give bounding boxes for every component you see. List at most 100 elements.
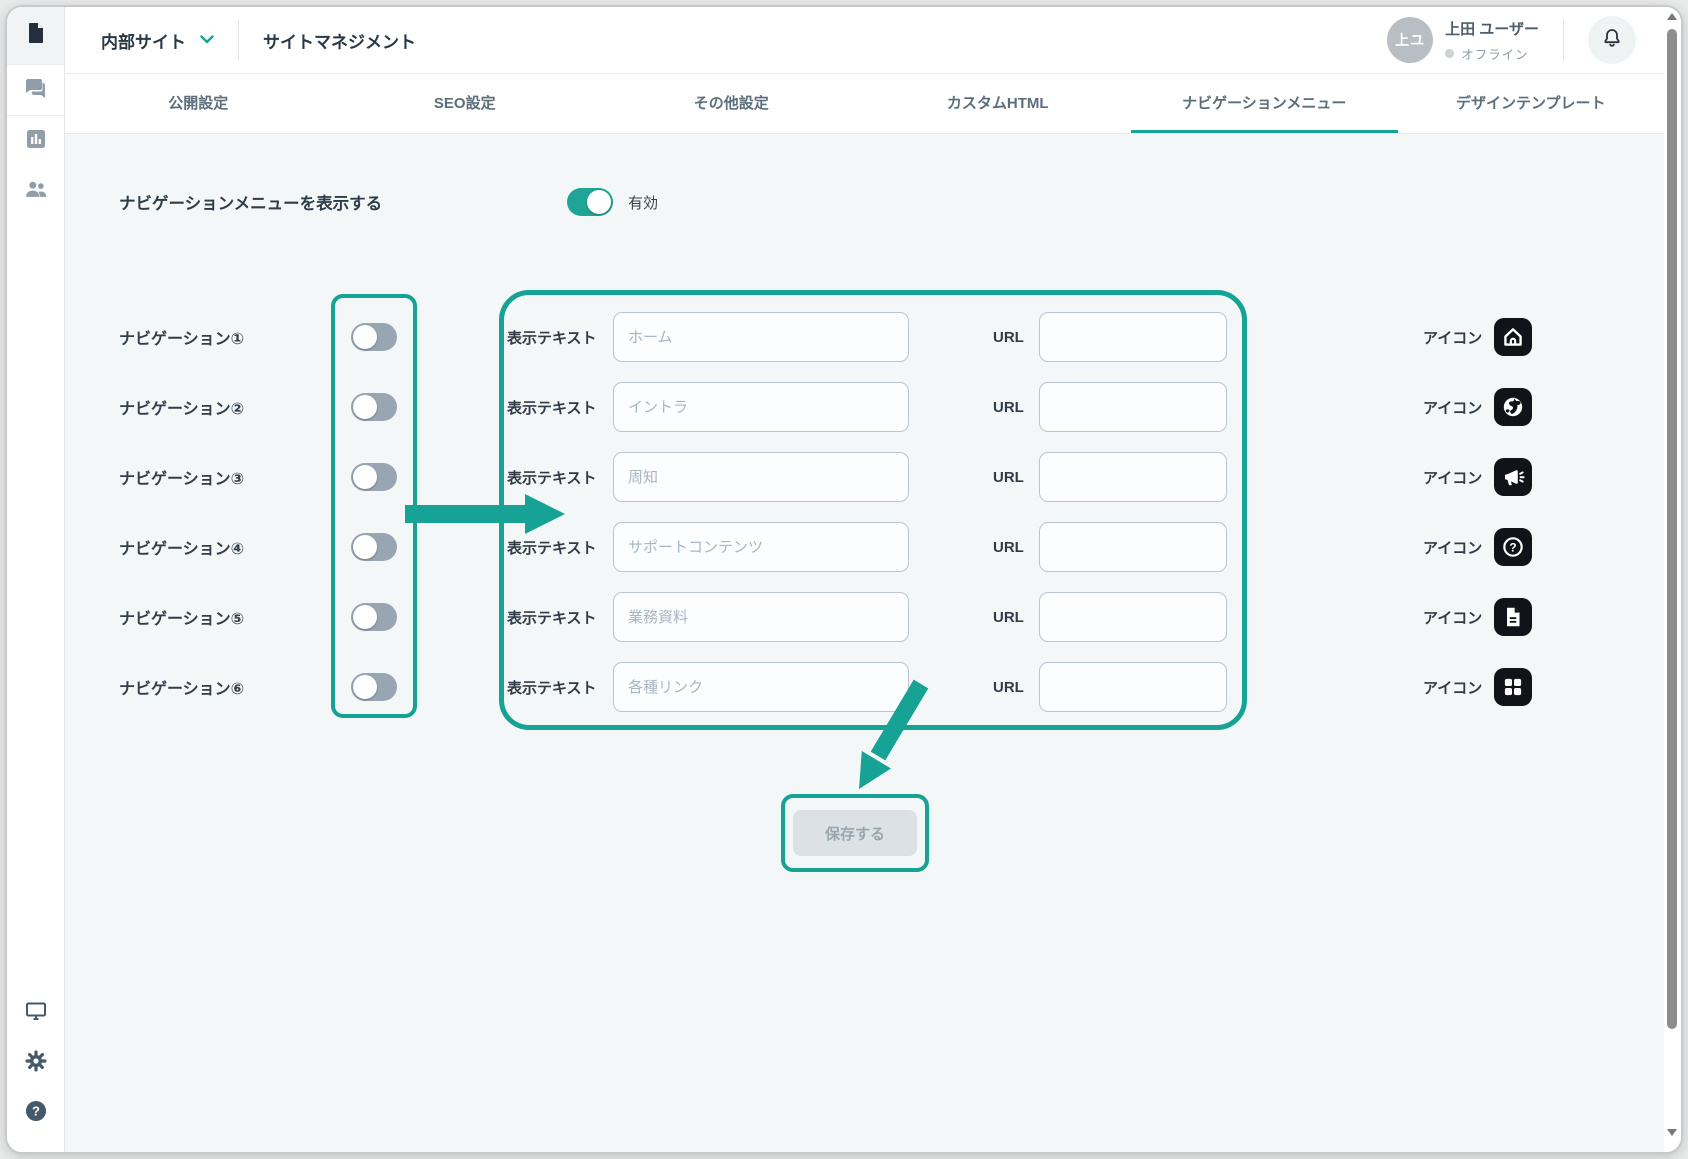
site-selector[interactable]: 内部サイト [101,28,214,53]
monitor-icon [24,999,48,1028]
display-text-input[interactable] [613,312,909,362]
user-menu[interactable]: 上ユ 上田 ユーザー オフライン [1387,17,1539,63]
tab-seo-settings[interactable]: SEO設定 [433,94,496,112]
tab-design-template[interactable]: デザインテンプレート [1455,94,1606,112]
sidebar-item-analytics[interactable] [7,116,64,166]
site-selector-label: 内部サイト [101,32,186,52]
url-input[interactable] [1039,592,1227,642]
user-name: 上田 ユーザー [1445,20,1539,38]
url-input[interactable] [1039,452,1227,502]
home-icon[interactable] [1494,318,1533,356]
sidebar-item-pages[interactable] [7,7,64,64]
display-text-label: 表示テキスト [507,609,597,627]
scrollbar-thumb[interactable] [1667,29,1677,1029]
tab-navigation-menu[interactable]: ナビゲーションメニュー [1131,74,1398,133]
tab-publish-settings[interactable]: 公開設定 [168,94,229,112]
row-toggle[interactable] [351,533,397,561]
grid-icon[interactable] [1494,668,1533,706]
icon-label: アイコン [1423,609,1483,627]
app-window: ? 内部サイト サイトマネジメント 上ユ 上田 ユーザー [7,7,1681,1152]
header-divider [238,20,239,60]
url-label: URL [993,608,1024,626]
chat-icon [24,76,48,105]
row-label: ナビゲーション① [119,331,245,348]
url-input[interactable] [1039,382,1227,432]
scrollbar-up-arrow[interactable] [1667,13,1677,20]
row-label: ナビゲーション② [119,401,245,418]
tab-custom-html[interactable]: カスタムHTML [946,94,1049,112]
content-area: ナビゲーションメニューを表示する 有効 ナビゲーション① 表示テキスト URL … [65,134,1664,1152]
users-icon [23,176,49,207]
nav-menu-visibility-toggle[interactable] [567,188,613,216]
status-dot [1445,48,1455,58]
toggle-knob [353,535,377,559]
sidebar-divider [7,64,64,65]
sidebar-bottom-group: ? [7,994,64,1152]
display-text-label: 表示テキスト [507,539,597,557]
display-text-label: 表示テキスト [507,679,597,697]
sidebar-item-help[interactable]: ? [7,1094,64,1132]
toggle-knob [353,395,377,419]
bell-icon [1600,27,1624,54]
question-icon[interactable]: ? [1494,528,1533,566]
row-label: ナビゲーション④ [119,541,245,558]
url-label: URL [993,468,1024,486]
display-text-label: 表示テキスト [507,399,597,417]
header-divider [1563,20,1564,60]
row-label: ナビゲーション⑤ [119,611,245,628]
nav-menu-visibility-label: ナビゲーションメニューを表示する [119,195,383,213]
icon-label: アイコン [1423,679,1483,697]
tab-bar: 公開設定 SEO設定 その他設定 カスタムHTML ナビゲーションメニュー デザ… [65,74,1664,134]
tab-other-settings[interactable]: その他設定 [693,94,769,112]
display-text-label: 表示テキスト [507,469,597,487]
megaphone-icon[interactable] [1494,458,1533,496]
sidebar-item-settings[interactable] [7,1044,64,1082]
row-toggle[interactable] [351,673,397,701]
document-icon[interactable] [1494,598,1533,636]
page-title: サイトマネジメント [263,32,416,52]
help-icon: ? [24,1099,48,1128]
display-text-input[interactable] [613,382,909,432]
scrollbar-down-arrow[interactable] [1667,1129,1677,1136]
toggle-knob [353,605,377,629]
navigation-row-2: ナビゲーション② 表示テキスト URL アイコン [119,372,1609,442]
sidebar-divider [7,115,64,116]
toggle-knob [587,190,611,214]
navigation-rows: ナビゲーション① 表示テキスト URL アイコン [119,292,1609,722]
annotation-box-save: 保存する [781,794,929,872]
row-toggle[interactable] [351,393,397,421]
row-label: ナビゲーション⑥ [119,681,245,698]
globe-icon[interactable] [1494,388,1533,426]
url-input[interactable] [1039,662,1227,712]
status-label: オフライン [1461,47,1529,62]
navigation-row-4: ナビゲーション④ 表示テキスト URL アイコン ? [119,512,1609,582]
url-label: URL [993,398,1024,416]
navigation-row-5: ナビゲーション⑤ 表示テキスト URL アイコン [119,582,1609,652]
icon-label: アイコン [1423,469,1483,487]
url-label: URL [993,328,1024,346]
display-text-label: 表示テキスト [507,329,597,347]
row-toggle[interactable] [351,323,397,351]
settings-icon [24,1049,48,1078]
url-label: URL [993,678,1024,696]
sidebar-item-users[interactable] [7,166,64,216]
display-text-input[interactable] [613,662,909,712]
avatar: 上ユ [1387,17,1434,63]
save-button[interactable]: 保存する [793,810,917,856]
icon-label: アイコン [1423,399,1483,417]
row-toggle[interactable] [351,463,397,491]
sidebar-item-chat[interactable] [7,65,64,115]
toggle-knob [353,675,377,699]
sidebar-item-preview[interactable] [7,994,64,1032]
document-icon [24,21,48,50]
notifications-button[interactable] [1588,16,1636,64]
url-input[interactable] [1039,312,1227,362]
icon-label: アイコン [1423,329,1483,347]
display-text-input[interactable] [613,522,909,572]
row-toggle[interactable] [351,603,397,631]
nav-menu-visibility-row: ナビゲーションメニューを表示する 有効 [119,180,658,224]
chart-icon [24,127,48,156]
display-text-input[interactable] [613,592,909,642]
display-text-input[interactable] [613,452,909,502]
url-input[interactable] [1039,522,1227,572]
